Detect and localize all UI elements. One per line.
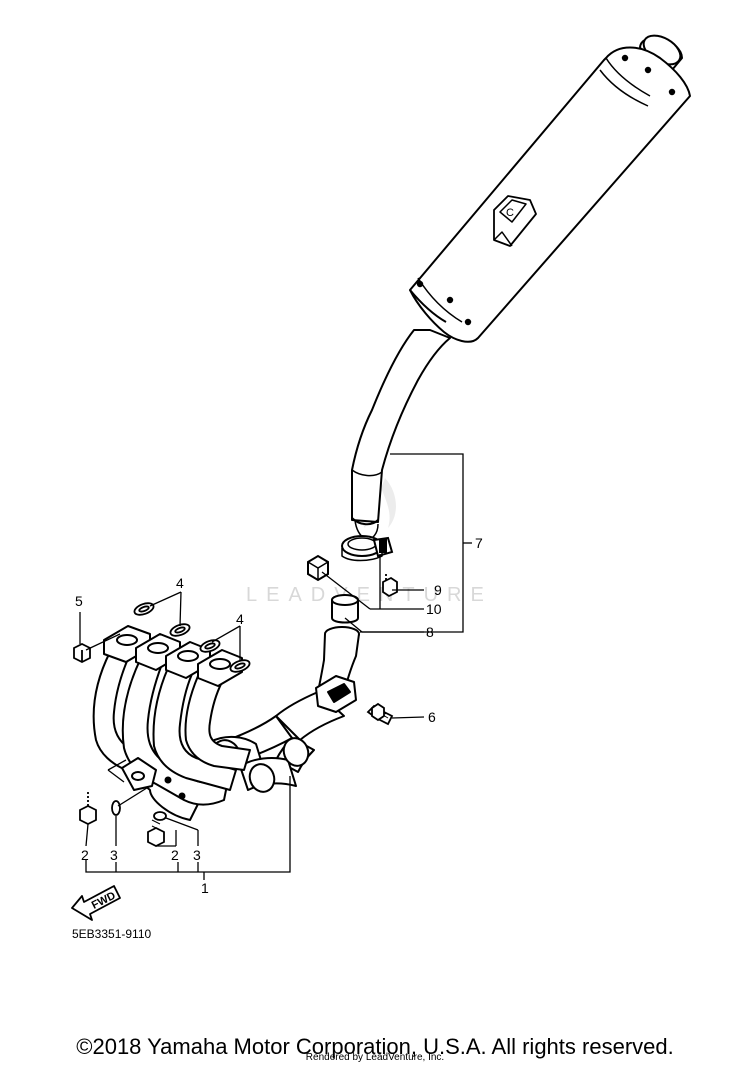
callout-1: 1 bbox=[201, 880, 209, 896]
watermark-text: LEADVENTURE bbox=[246, 584, 493, 606]
callout-2-left: 2 bbox=[81, 847, 89, 863]
callout-3-left: 3 bbox=[110, 847, 118, 863]
exhaust-pipe-assembly bbox=[92, 625, 360, 821]
clamp bbox=[341, 535, 394, 562]
nut-5 bbox=[73, 642, 91, 664]
bolt-9 bbox=[382, 572, 398, 598]
callout-2-right: 2 bbox=[171, 847, 179, 863]
bolt-6 bbox=[366, 702, 394, 726]
callout-3-right: 3 bbox=[193, 847, 201, 863]
callout-6: 6 bbox=[428, 709, 436, 725]
callout-4-lower: 4 bbox=[236, 611, 244, 627]
bolts-2 bbox=[79, 790, 165, 848]
gasket bbox=[331, 594, 359, 624]
muffler: C bbox=[409, 34, 691, 343]
leader-lines bbox=[79, 453, 472, 880]
fwd-arrow-icon bbox=[71, 885, 121, 921]
catalog-number: 5EB3351-9110 bbox=[72, 927, 152, 941]
gaskets-4 bbox=[133, 602, 251, 673]
link-pipe bbox=[351, 329, 451, 541]
washers-3 bbox=[111, 800, 167, 821]
svg-text:C: C bbox=[506, 207, 514, 219]
callout-10: 10 bbox=[426, 601, 442, 617]
nut bbox=[307, 554, 329, 582]
fwd-label: FWD bbox=[90, 890, 118, 912]
callout-5: 5 bbox=[75, 593, 83, 609]
copyright-notice: ©2018 Yamaha Motor Corporation, U.S.A. A… bbox=[76, 1034, 674, 1059]
fwd-arrow: FWD bbox=[71, 885, 121, 921]
callout-9: 9 bbox=[434, 582, 442, 598]
callout-labels: 1 2 2 3 3 4 4 5 6 7 8 9 10 bbox=[75, 535, 483, 896]
callout-7: 7 bbox=[475, 535, 483, 551]
callout-4-upper: 4 bbox=[176, 575, 184, 591]
callout-8: 8 bbox=[426, 624, 434, 640]
rendered-by-credit: Rendered by LeadVenture, Inc. bbox=[305, 1052, 445, 1063]
